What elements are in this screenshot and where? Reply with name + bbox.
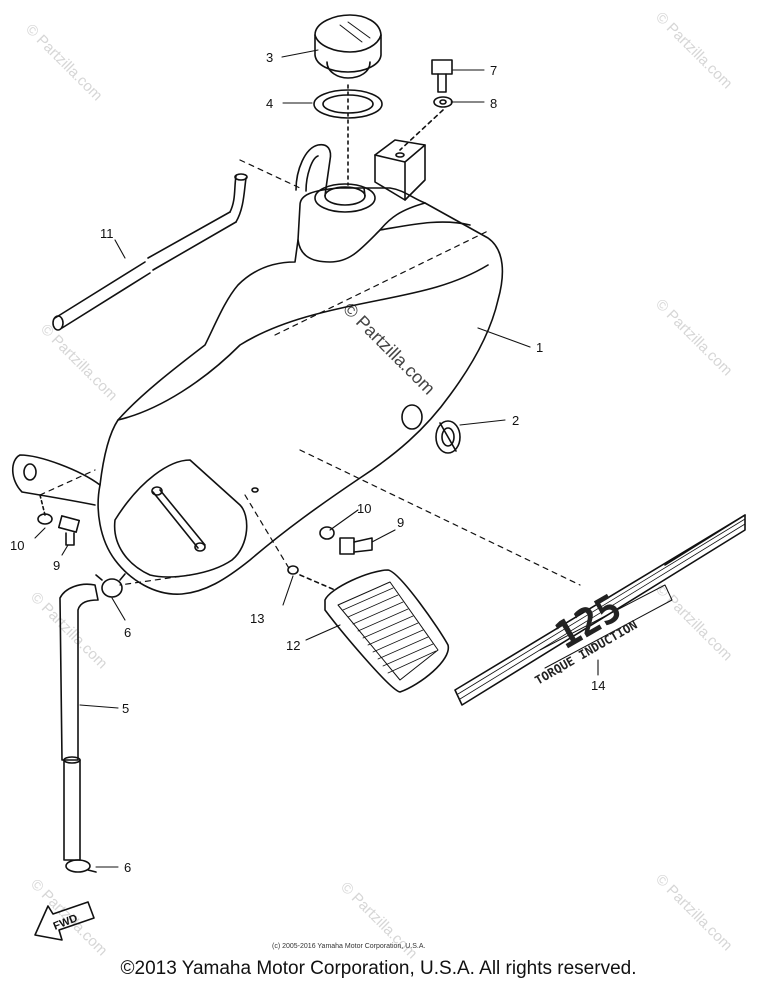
watermark-text: © Partzilla.com — [22, 21, 105, 104]
watermark-text: © Partzilla.com — [652, 581, 735, 664]
decal-part-14 — [454, 514, 746, 706]
copyright-footer: ©2013 Yamaha Motor Corporation, U.S.A. A… — [120, 958, 637, 979]
fwd-arrow-icon — [34, 901, 95, 941]
callout-7: 7 — [490, 63, 497, 78]
callout-10-left: 10 — [10, 538, 24, 553]
callout-4: 4 — [266, 96, 273, 111]
callout-12: 12 — [286, 638, 300, 653]
bolt-part-9-left — [57, 515, 81, 546]
callout-13: 13 — [250, 611, 264, 626]
knee-pad-part-12 — [324, 569, 449, 693]
reference-lines — [39, 159, 581, 586]
callout-9-right: 9 — [397, 515, 404, 530]
washer-part-10-right — [319, 526, 335, 540]
watermark-text: © Partzilla.com — [27, 589, 110, 672]
cap-part-3 — [314, 14, 382, 79]
callout-3: 3 — [266, 50, 273, 65]
clip-part-13 — [287, 565, 299, 575]
callout-9-left: 9 — [53, 558, 60, 573]
callout-2: 2 — [512, 413, 519, 428]
callout-8: 8 — [490, 96, 497, 111]
watermark-text: © Partzilla.com — [652, 296, 735, 379]
callout-6-upper: 6 — [124, 625, 131, 640]
callout-11: 11 — [100, 226, 114, 241]
leader-lines — [34, 49, 599, 868]
watermark-text: © Partzilla.com — [37, 321, 120, 404]
watermark-center-text: © Partzilla.com — [339, 299, 439, 399]
clip-part-6-lower — [65, 859, 97, 873]
small-copyright: (c) 2005-2016 Yamaha Motor Corporation, … — [272, 943, 425, 950]
watermark-text: © Partzilla.com — [652, 9, 735, 92]
bolt-part-9-right — [339, 537, 373, 555]
callout-1: 1 — [536, 340, 543, 355]
callout-14: 14 — [591, 678, 605, 693]
callout-6-lower: 6 — [124, 860, 131, 875]
callout-group: 1 2 3 4 5 6 6 7 8 9 9 10 10 11 12 13 14 — [10, 50, 605, 875]
bolt-part-7 — [431, 59, 453, 93]
watermark-text: © Partzilla.com — [652, 871, 735, 954]
clip-part-6-upper — [95, 573, 126, 598]
washer-part-8 — [433, 96, 453, 108]
grommet-part-2 — [435, 420, 461, 454]
hose-part-11 — [52, 173, 248, 331]
callout-10-right: 10 — [357, 501, 371, 516]
callout-5: 5 — [122, 701, 129, 716]
tank-part-1 — [11, 139, 504, 595]
